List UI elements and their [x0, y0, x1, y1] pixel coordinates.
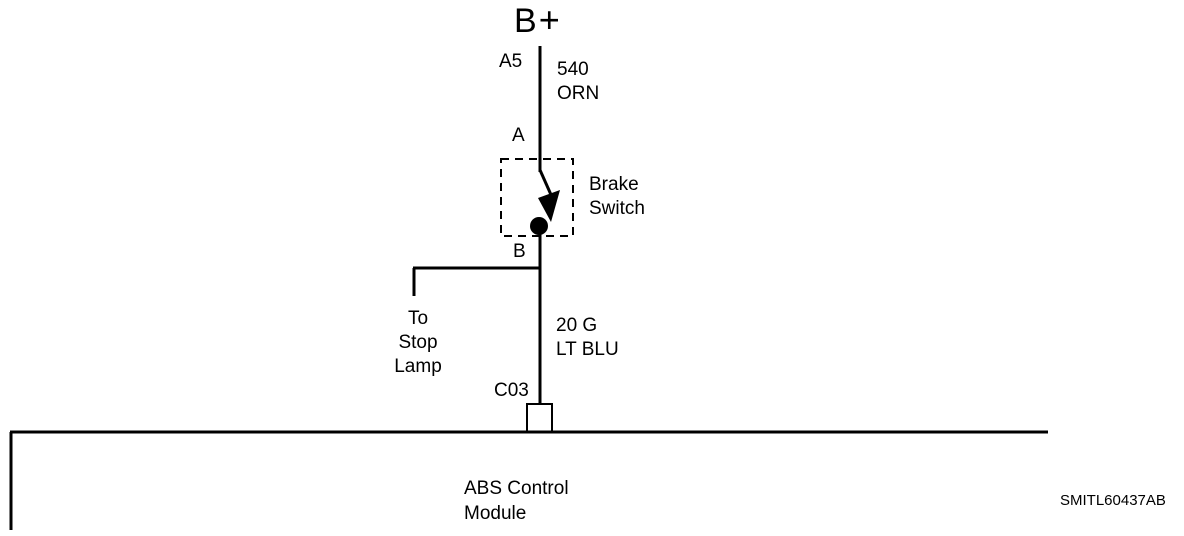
terminal-b-label: B [513, 241, 526, 262]
module-circuit-gauge-label: 20 G [556, 315, 598, 336]
brake-switch-label-line2: Switch [589, 198, 645, 219]
connector-c03 [526, 403, 553, 433]
circuit-number-label: 540 [557, 59, 589, 80]
brake-switch-label-line1: Brake [589, 174, 639, 195]
abs-module-label-line1: ABS Control [464, 478, 569, 499]
stop-lamp-label-line1: To [407, 308, 429, 329]
stop-lamp-label-line3: Lamp [394, 356, 442, 377]
terminal-a-label: A [512, 125, 525, 146]
brake-switch-arm [538, 169, 554, 198]
brake-switch-enclosure [500, 158, 574, 237]
brake-switch-arrowhead [538, 190, 560, 222]
supply-label: B+ [514, 0, 560, 40]
supply-name: B [514, 2, 537, 40]
pin-a5-label: A5 [499, 51, 523, 72]
stop-lamp-label-line2: Stop [398, 332, 438, 353]
circuit-color-label: ORN [557, 83, 600, 104]
abs-module-label-line2: Module [464, 503, 527, 524]
module-circuit-color-label: LT BLU [556, 339, 619, 360]
connector-c03-label: C03 [494, 380, 529, 401]
supply-sign: + [538, 0, 560, 40]
figure-id: SMITL60437AB [1060, 492, 1166, 509]
